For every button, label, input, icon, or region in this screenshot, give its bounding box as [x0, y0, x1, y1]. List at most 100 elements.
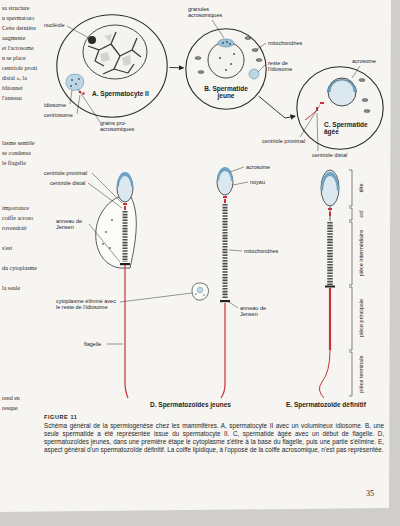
stage-caption: E. Spermatozoïde définitif — [286, 401, 366, 408]
body-text-fragment: rend en — [2, 395, 20, 402]
body-text-fragment: s'est — [2, 245, 12, 252]
leader-lines-part — [77, 95, 80, 114]
length-brackets — [349, 170, 352, 396]
body-text-fragment: du cytoplasme — [2, 265, 37, 272]
spermatocyte-drawing-part — [122, 55, 131, 66]
body-text-fragment: augmente — [2, 35, 25, 42]
length-brackets-part — [349, 222, 352, 285]
length-brackets-part — [349, 287, 352, 350]
part-label: centriole proximal — [262, 138, 305, 144]
leader-lines-part — [230, 167, 244, 172]
spermatocyte-drawing-part — [75, 83, 77, 85]
mature-sperm-drawing — [319, 170, 339, 398]
young-sperm-drawing-part — [195, 293, 197, 295]
body-text-fragment: rovendrait — [2, 225, 27, 232]
leader-lines-part — [233, 182, 248, 185]
body-text-fragment: Cette dernière — [2, 25, 36, 32]
book-page-part — [0, 0, 391, 512]
body-text-fragment: coiffe acroso — [2, 215, 33, 222]
leader-lines-part — [229, 302, 238, 308]
part-label: grains pro-acrosomiques — [100, 120, 146, 133]
leader-lines — [67, 20, 360, 344]
young-sperm-drawing — [96, 167, 233, 398]
mature-sperm-drawing-part — [325, 286, 335, 288]
part-label: centriole distal — [50, 180, 85, 186]
part-label: anneau de Jensen — [240, 305, 272, 318]
cell-caption: A. Spermatocyte II — [92, 90, 156, 97]
leader-lines-part — [107, 344, 123, 345]
part-label: idiosome — [44, 102, 66, 108]
young-spermatid-drawing-part — [208, 42, 244, 78]
young-sperm-drawing-part — [123, 211, 128, 262]
old-spermatid-drawing-part — [328, 78, 356, 106]
body-text-fragment: n se place — [2, 55, 26, 62]
spermatocyte-drawing-part — [100, 52, 110, 62]
page-number: 35 — [366, 489, 374, 498]
young-sperm-drawing-part — [220, 300, 230, 302]
young-spermatid-drawing-part — [218, 39, 234, 47]
part-label: flagelle — [84, 341, 101, 347]
young-spermatid-drawing-part-part — [195, 57, 201, 60]
mature-sperm-drawing-part — [327, 222, 333, 285]
young-sperm-drawing-part — [120, 263, 130, 265]
arrow-connector — [169, 67, 183, 68]
leader-lines-part — [352, 66, 360, 78]
old-spermatid-drawing-part-part — [364, 110, 370, 113]
old-spermatid-drawing-part-part — [359, 79, 365, 82]
cell-shape — [296, 66, 384, 150]
mature-sperm-drawing-part — [321, 172, 339, 191]
body-text-fragment: le flagelle — [2, 160, 26, 167]
young-sperm-drawing-part — [102, 243, 104, 245]
part-label: acrosome — [352, 58, 376, 64]
leader-lines-part — [89, 224, 120, 262]
spermatocyte-drawing-part — [104, 34, 112, 42]
young-spermatid-drawing-part — [229, 43, 231, 45]
part-label: centriole proximal — [44, 170, 87, 176]
young-sperm-drawing-part — [111, 219, 113, 221]
length-brackets-part — [349, 352, 352, 396]
young-spermatid-drawing — [195, 37, 262, 80]
young-sperm-drawing-part — [117, 172, 133, 187]
young-sperm-drawing-part — [192, 283, 208, 300]
part-label: nucléole — [44, 22, 65, 28]
young-spermatid-drawing-part — [249, 69, 259, 79]
young-spermatid-drawing-part-part — [198, 71, 204, 74]
mature-sperm-drawing-part — [321, 170, 339, 206]
cell-caption: C. Spermatide âgée — [324, 121, 374, 136]
young-sperm-drawing-part — [105, 231, 107, 233]
spermatocyte-drawing-part — [88, 36, 96, 44]
part-label: acrosome — [246, 164, 270, 170]
old-spermatid-drawing-part — [320, 102, 324, 104]
segment-label: pièce principale — [358, 299, 364, 337]
leader-lines-part — [120, 293, 192, 302]
old-spermatid-drawing-part — [305, 111, 316, 120]
young-sperm-drawing-part — [217, 167, 233, 181]
young-spermatid-drawing-part — [225, 69, 227, 71]
spermatocyte-drawing-part — [88, 32, 141, 74]
segment-label: tête — [358, 183, 364, 192]
leader-lines-part — [88, 183, 122, 208]
young-spermatid-drawing-part — [222, 42, 224, 44]
young-sperm-drawing-part — [223, 196, 227, 198]
segment-label: pièce intermédiaire — [358, 230, 364, 276]
body-text-fragment: centriole proxi — [2, 65, 37, 72]
spermatocyte-drawing-part — [71, 79, 73, 81]
figure-number: FIGURE 11 — [44, 414, 78, 420]
book-page — [0, 0, 391, 512]
old-spermatid-drawing-part-part — [362, 99, 368, 102]
cell-outline: B. Spermatide jeune — [185, 28, 267, 110]
young-sperm-drawing-part — [125, 265, 128, 398]
spermatocyte-drawing-part — [78, 78, 80, 80]
cell-outline: C. Spermatide âgée — [296, 66, 384, 150]
cell-membrane — [297, 67, 383, 149]
spermatocyte-drawing-part — [66, 74, 84, 90]
mature-sperm-drawing-part — [329, 212, 331, 216]
body-text-fragment: resque — [2, 405, 18, 412]
leader-lines-part — [70, 90, 72, 104]
body-text-fragment: importance — [2, 205, 29, 212]
body-text-fragment: u spermatozo — [2, 15, 34, 22]
body-text-fragment: et l'acrosome — [2, 45, 34, 52]
young-spermatid-drawing-part — [230, 63, 232, 65]
young-sperm-drawing-part — [223, 204, 228, 299]
